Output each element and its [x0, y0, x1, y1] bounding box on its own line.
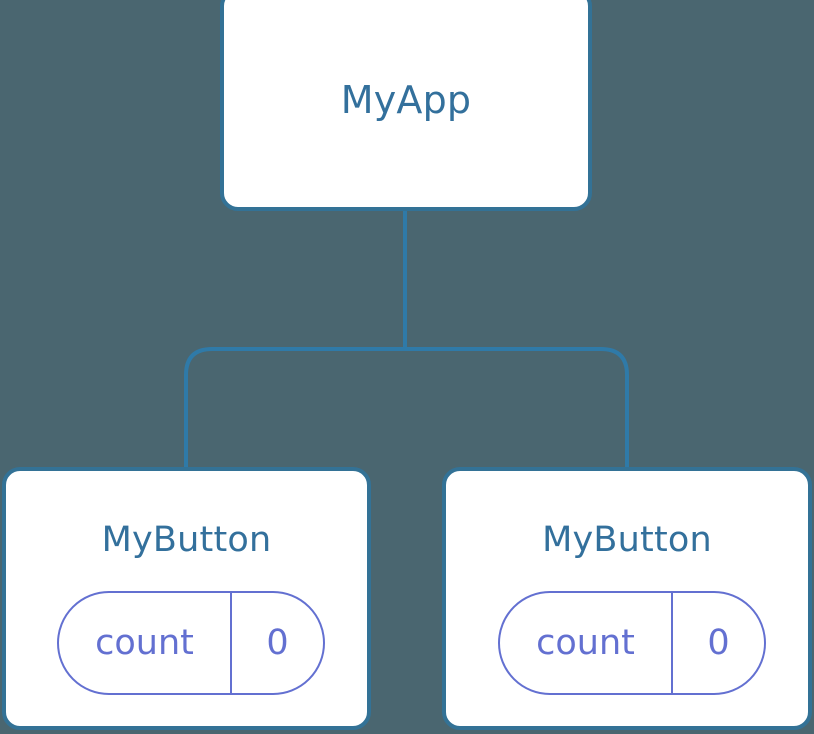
node-mybutton-0[interactable]: MyButton count 0	[2, 467, 371, 730]
state-value: 0	[266, 623, 289, 663]
edge-bracket-to-children	[184, 347, 629, 468]
state-pill[interactable]: count 0	[498, 591, 766, 695]
state-value: 0	[707, 623, 730, 663]
node-title: MyButton	[101, 520, 272, 560]
node-title: MyButton	[542, 520, 712, 560]
node-title: MyApp	[340, 78, 472, 122]
state-pill[interactable]: count 0	[57, 591, 325, 695]
state-key: count	[500, 593, 673, 693]
state-key: count	[59, 593, 232, 693]
node-myapp[interactable]: MyApp	[220, 0, 592, 211]
node-mybutton-1[interactable]: MyButton count 0	[442, 467, 812, 730]
